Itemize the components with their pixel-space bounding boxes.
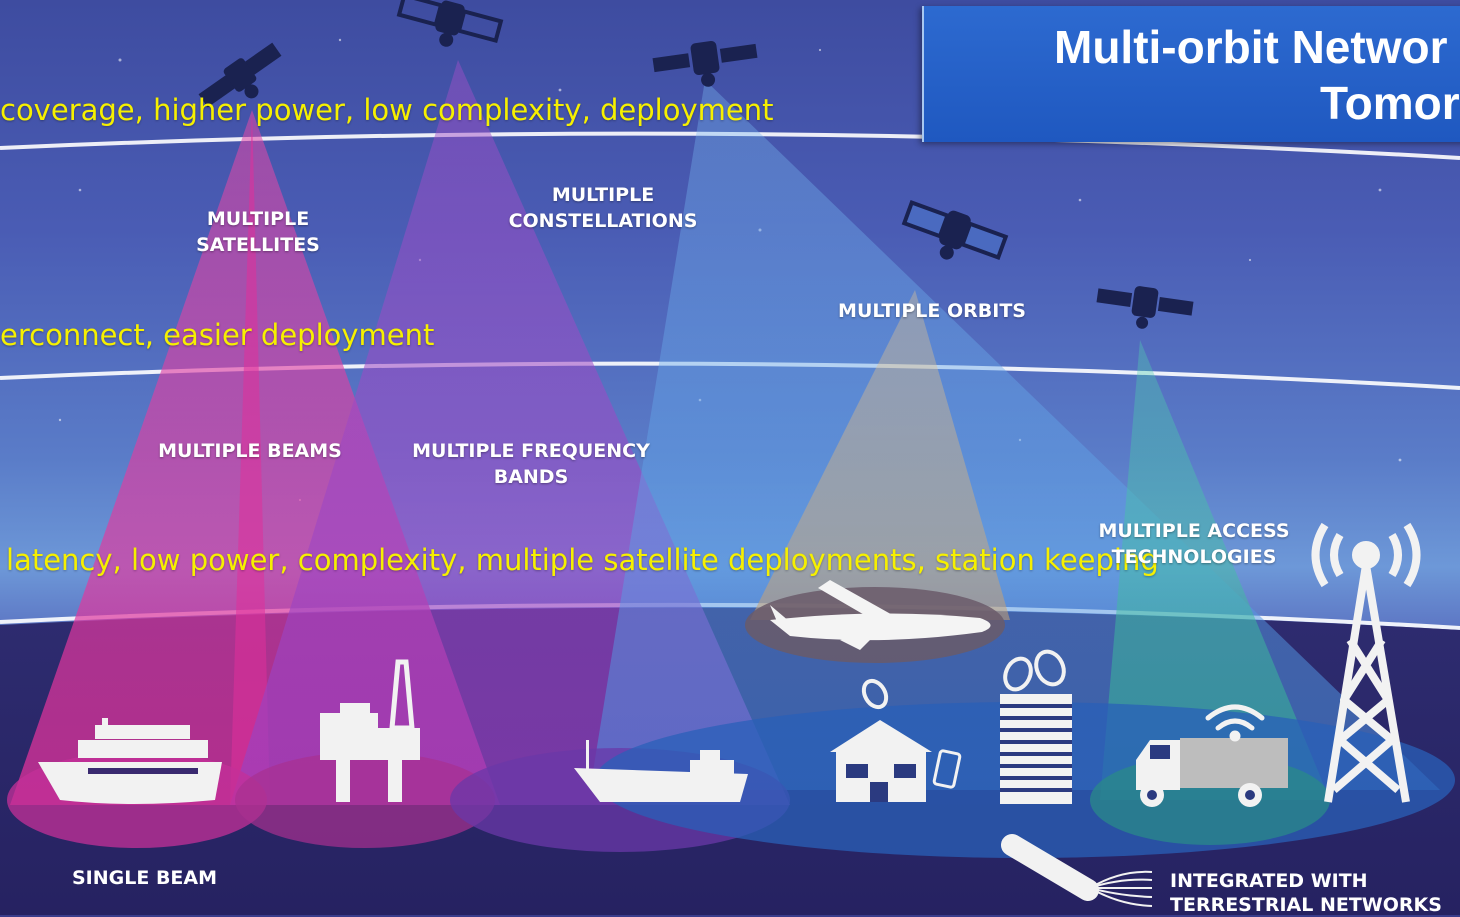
fishing-boat-icon <box>574 740 748 802</box>
footprint-platform <box>235 752 495 848</box>
note-geo: coverage, higher power, low complexity, … <box>0 93 774 127</box>
smartphone-icon <box>932 749 962 789</box>
note-meo: erconnect, easier deployment <box>0 318 435 352</box>
office-building-icon <box>1000 649 1072 804</box>
title-line-2: Tomor <box>1320 77 1460 129</box>
label-multiple-satellites-line1: MULTIPLE <box>206 208 310 230</box>
satellite-icon <box>901 199 1009 261</box>
satellite-icon <box>396 0 504 47</box>
label-single-beam: SINGLE BEAM <box>72 867 218 889</box>
label-integrated-line1: INTEGRATED WITH <box>1170 870 1368 892</box>
label-multiple-access-line1: MULTIPLE ACCESS <box>1098 520 1290 542</box>
wifi-icon <box>1205 704 1265 742</box>
label-multiple-access-line2: TECHNOLOGIES <box>1111 546 1277 568</box>
label-multiple-satellites-line2: SATELLITES <box>196 234 320 256</box>
title-line-1: Multi-orbit Networ <box>1054 21 1448 73</box>
label-multiple-constellations-line1: MULTIPLE <box>551 184 655 206</box>
title-banner: Multi-orbit Networ Tomor <box>922 6 1460 142</box>
label-multiple-constellations-line2: CONSTELLATIONS <box>508 210 698 232</box>
beam-single-narrow <box>230 110 270 805</box>
airplane-icon <box>770 580 991 650</box>
beam-access-technologies <box>1100 340 1330 800</box>
truck-icon <box>1136 738 1288 807</box>
label-multiple-constellations: MULTIPLE CONSTELLATIONS <box>503 182 703 234</box>
cell-tower-icon <box>1311 522 1421 803</box>
beam-multiple-orbits <box>750 290 1010 620</box>
label-integrated-line2: TERRESTRIAL NETWORKS <box>1170 894 1442 916</box>
satellite-icon <box>652 40 758 87</box>
label-multiple-satellites: MULTIPLE SATELLITES <box>178 206 338 258</box>
note-leo: latency, low power, complexity, multiple… <box>6 543 1159 577</box>
oil-platform-icon <box>320 659 420 802</box>
fiber-cable-icon <box>1001 834 1153 907</box>
label-multiple-orbits: MULTIPLE ORBITS <box>838 300 1026 322</box>
label-multiple-frequency-bands-line1: MULTIPLE FREQUENCY <box>412 440 650 462</box>
satellite-icon <box>1096 286 1194 329</box>
satellite-icon <box>198 42 282 108</box>
house-dish-icon <box>830 678 932 802</box>
label-integrated-terrestrial: INTEGRATED WITH TERRESTRIAL NETWORKS <box>1170 869 1442 917</box>
cruise-ship-icon <box>38 718 222 804</box>
label-multiple-frequency-bands-line2: BANDS <box>493 466 569 488</box>
label-multiple-beams: MULTIPLE BEAMS <box>158 440 342 462</box>
label-multiple-frequency-bands: MULTIPLE FREQUENCY BANDS <box>410 438 652 490</box>
label-multiple-access-technologies: MULTIPLE ACCESS TECHNOLOGIES <box>1094 518 1294 570</box>
